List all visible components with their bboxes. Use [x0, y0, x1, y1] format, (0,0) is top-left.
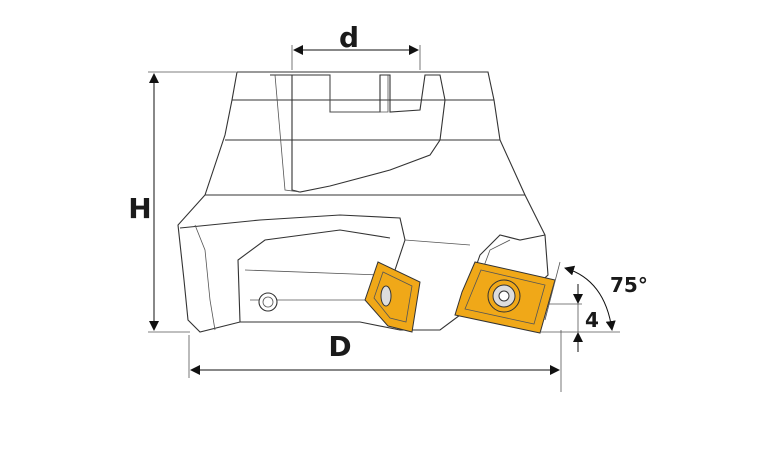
dimension-D: D: [188, 330, 562, 392]
label-depth: 4: [585, 308, 599, 332]
label-H: H: [128, 192, 151, 225]
dimension-angle: 75°: [540, 261, 648, 333]
insert-left: [364, 261, 421, 333]
dimension-H: H: [128, 71, 236, 333]
label-D: D: [328, 330, 351, 363]
insert-right: [454, 261, 556, 334]
dimension-depth: 4: [548, 284, 599, 352]
label-angle: 75°: [610, 273, 648, 297]
dimension-d: d: [291, 21, 421, 70]
label-d: d: [339, 21, 359, 54]
